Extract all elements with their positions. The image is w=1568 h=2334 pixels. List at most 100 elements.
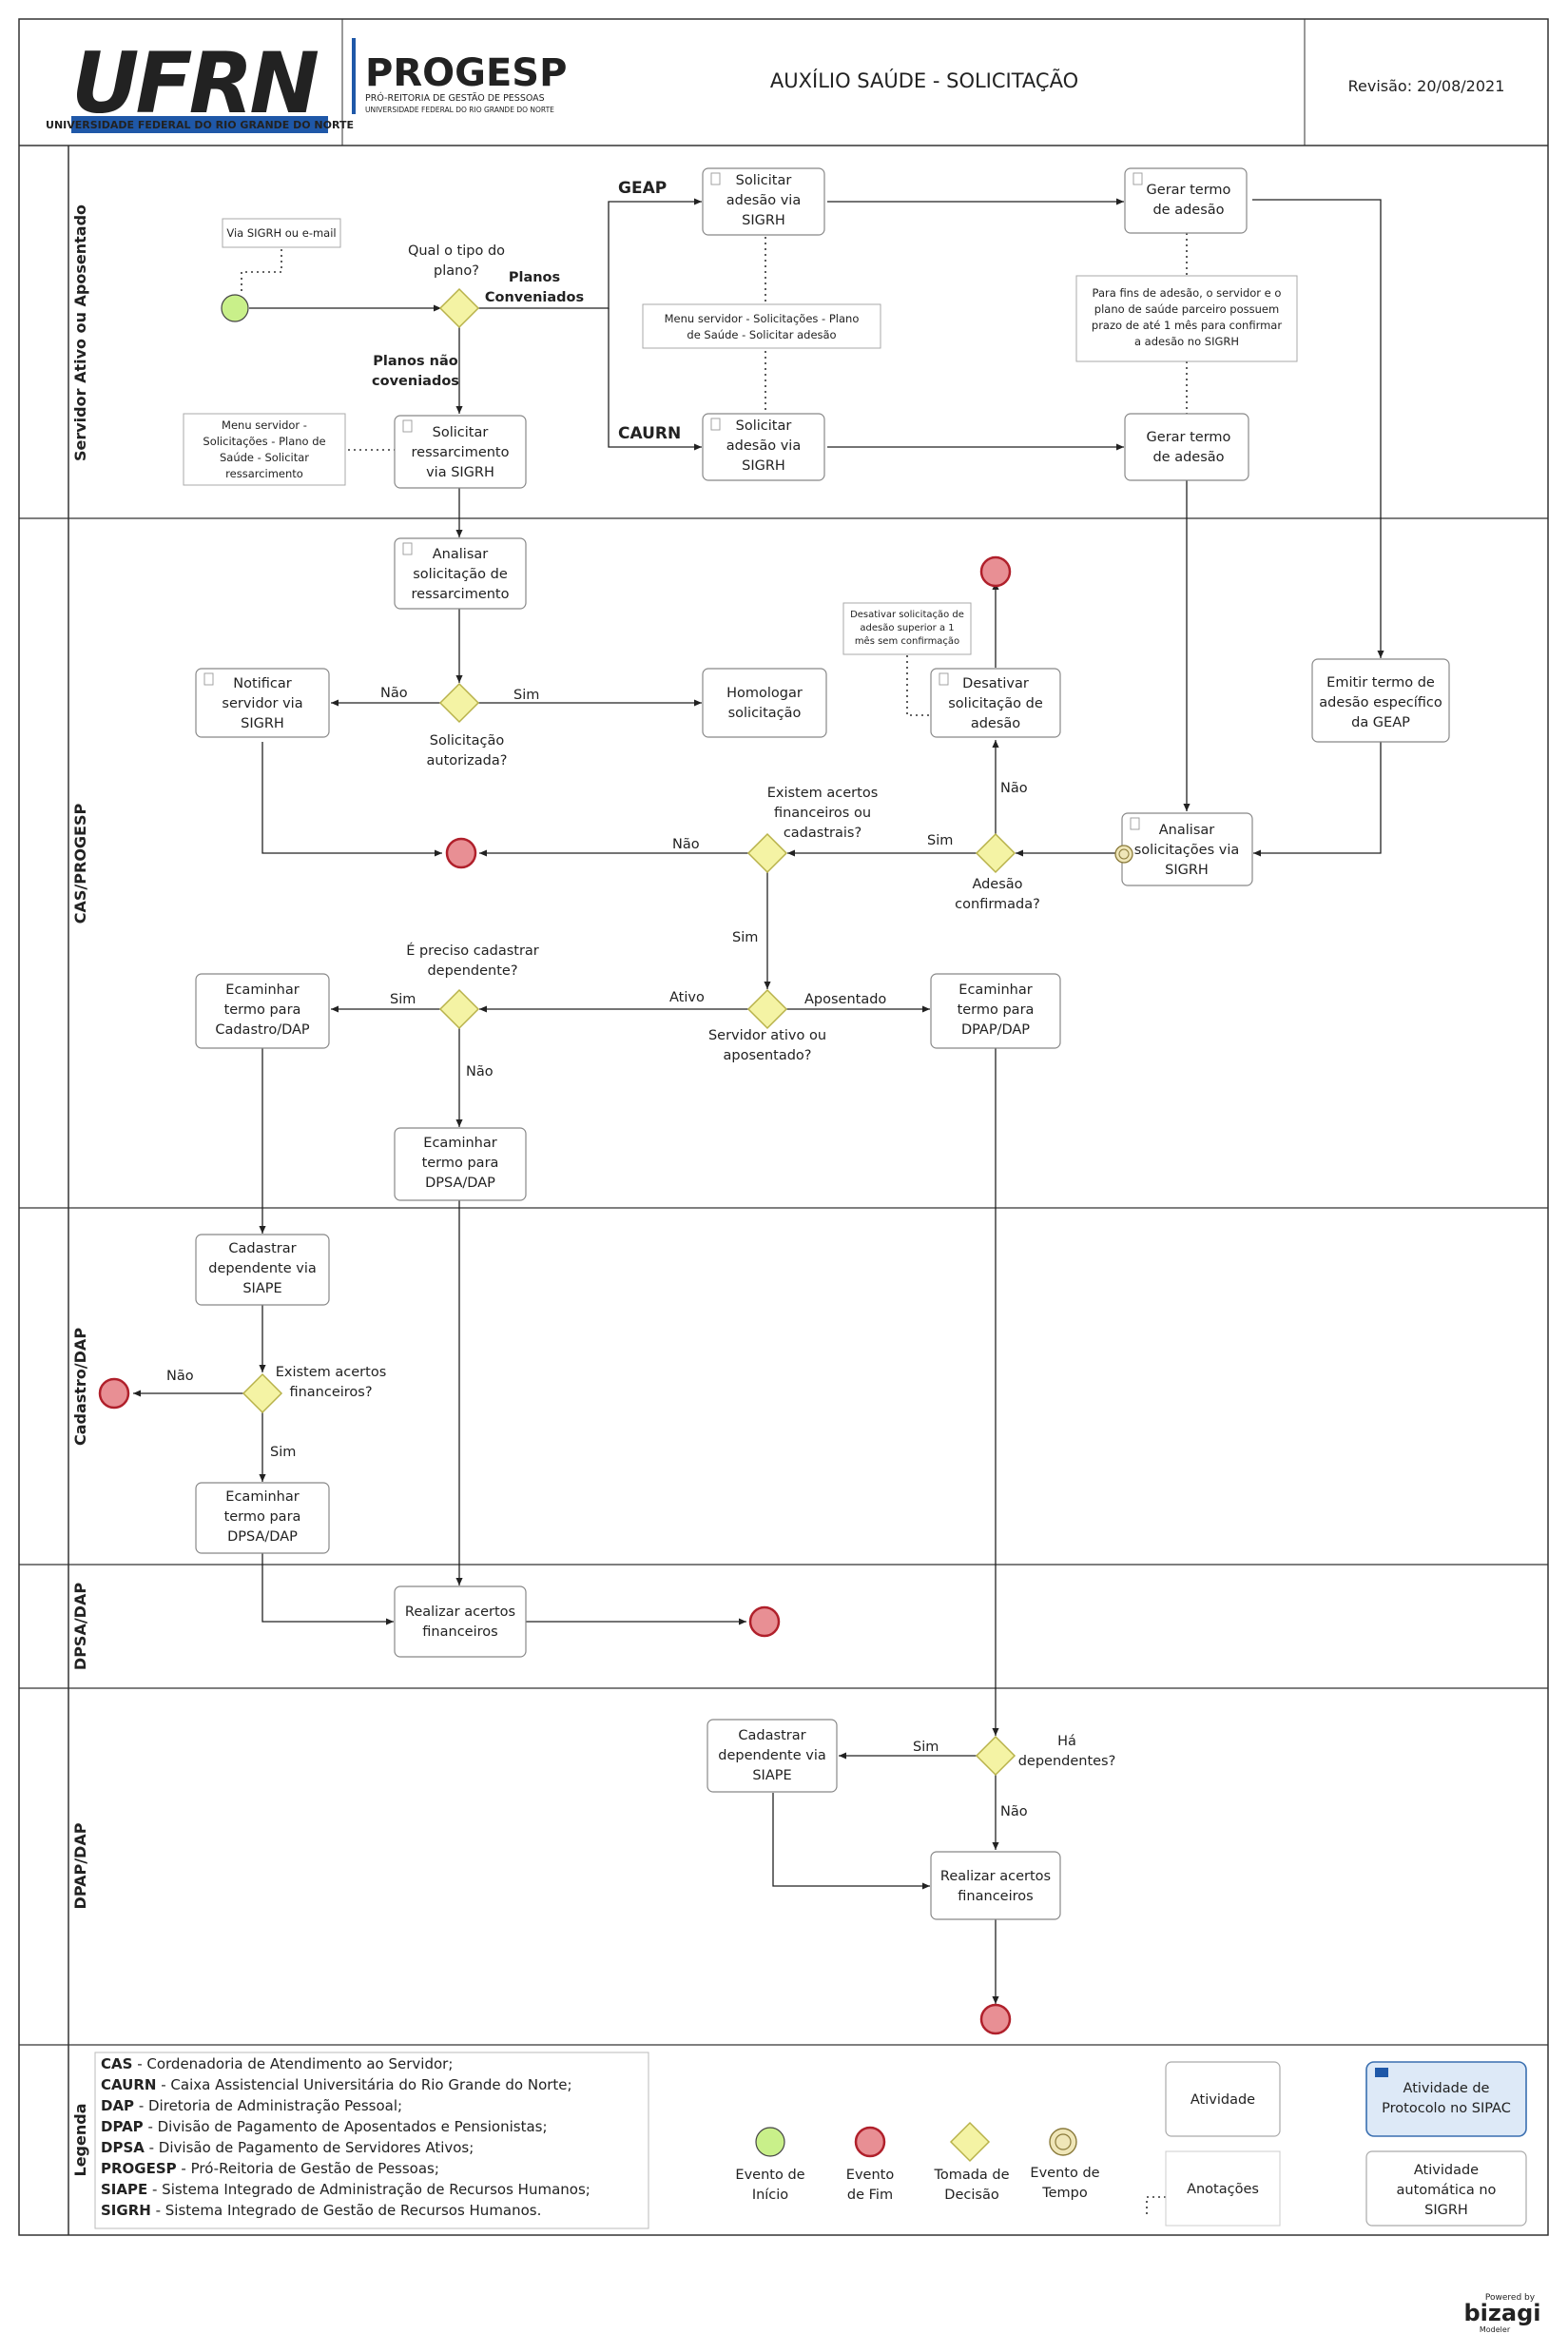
- annotation-desativar: [842, 602, 972, 655]
- svg-text:SIAPE - Sistema Integrado de A: SIAPE - Sistema Integrado de Administraç…: [101, 2181, 590, 2198]
- task-solicitar-caurn: [702, 413, 825, 481]
- svg-text:Sim: Sim: [513, 688, 539, 703]
- sequence-flows: [133, 198, 1384, 2004]
- svg-text:Não: Não: [1000, 1804, 1028, 1819]
- task-notificar: [195, 668, 330, 738]
- page-title: AUXÍLIO SAÚDE - SOLICITAÇÃO: [770, 68, 1078, 92]
- lane-dpap: DPAP/DAP: [71, 1822, 89, 1909]
- gateway-dependente: [438, 988, 480, 1030]
- legend-abbreviations-box: [94, 2052, 649, 2229]
- svg-text:Modeler: Modeler: [1480, 2325, 1511, 2334]
- gateway-acertos: [746, 832, 788, 874]
- task-enc-dpap: [930, 973, 1061, 1049]
- associations: [241, 231, 1188, 2216]
- svg-text:UNIVERSIDADE FEDERAL DO RIO GR: UNIVERSIDADE FEDERAL DO RIO GRANDE DO NO…: [365, 106, 554, 114]
- task-enc-dpsa-1: [394, 1127, 527, 1201]
- legend-annotation-box: [1165, 2150, 1281, 2227]
- events: [98, 294, 1012, 2035]
- gateway-acertos-fin: [242, 1372, 283, 1414]
- script-icon: [402, 419, 413, 433]
- script-icon: [939, 672, 949, 686]
- start-event: [221, 294, 249, 322]
- end-event-dpsa: [748, 1605, 781, 1638]
- svg-text:Ativo: Ativo: [669, 990, 705, 1005]
- task-homologar: [702, 668, 827, 738]
- svg-text:CAURN - Caixa Assistencial Uni: CAURN - Caixa Assistencial Universitária…: [101, 2076, 572, 2093]
- bizagi-watermark: Powered by bizagi Modeler: [1464, 2293, 1541, 2334]
- script-icon: [402, 542, 413, 555]
- svg-text:DPSA - Divisão de Pagamento de: DPSA - Divisão de Pagamento de Servidore…: [101, 2139, 474, 2156]
- svg-text:PROGESP - Pró-Reitoria de Gest: PROGESP - Pró-Reitoria de Gestão de Pess…: [101, 2160, 439, 2177]
- svg-text:UFRN: UFRN: [71, 34, 318, 132]
- svg-text:Sim: Sim: [927, 833, 953, 848]
- ufrn-logo: UFRN UNIVERSIDADE FEDERAL DO RIO GRANDE …: [46, 34, 354, 133]
- task-enc-dpsa-2: [195, 1482, 330, 1554]
- end-event-cadastro: [98, 1377, 130, 1410]
- svg-text:Menu servidor -Solicitações -: Menu servidor -Solicitações - Plano deSa…: [203, 418, 325, 480]
- svg-text:SIGRH - Sistema Integrado de G: SIGRH - Sistema Integrado de Gestão de R…: [101, 2202, 541, 2219]
- legend-activity-box: [1165, 2061, 1281, 2137]
- svg-text:DPAP - Divisão de Pagamento d: DPAP - Divisão de Pagamento de Aposentad…: [101, 2118, 548, 2135]
- annotation-menu-adesao: [642, 303, 881, 349]
- task-realizar-acertos-2: [930, 1851, 1061, 1920]
- svg-text:GEAP: GEAP: [618, 179, 667, 198]
- end-event-dpap: [979, 2003, 1012, 2035]
- svg-text:Sim: Sim: [732, 930, 758, 945]
- svg-text:Não: Não: [1000, 781, 1028, 796]
- svg-text:Anotações: Anotações: [1187, 2182, 1259, 2197]
- svg-text:Powered by: Powered by: [1485, 2293, 1536, 2303]
- legend-timer-event: [1049, 2128, 1077, 2156]
- task-analisar-ressarcimento: [394, 537, 527, 610]
- lane-labels: Servidor Ativo ou Aposentado CAS/PROGESP…: [71, 204, 89, 2177]
- annotation-text: Via SIGRH ou e-mail Menu servidor - Soli…: [203, 226, 1282, 647]
- task-gerar-termo-1: [1124, 167, 1248, 234]
- svg-text:CAURN: CAURN: [618, 424, 681, 443]
- timer-event: [1114, 845, 1133, 864]
- script-icon: [710, 172, 721, 185]
- gateway-adesao: [975, 832, 1016, 874]
- svg-text:Não: Não: [380, 686, 408, 701]
- annotation-prazo: [1075, 275, 1298, 362]
- svg-text:Atividade: Atividade: [1191, 2092, 1255, 2108]
- task-gerar-termo-2: [1124, 413, 1249, 481]
- svg-text:PROGESP: PROGESP: [365, 51, 567, 95]
- svg-text:Sim: Sim: [390, 992, 416, 1007]
- legend-gateway: [949, 2121, 991, 2163]
- svg-text:PRÓ-REITORIA DE GESTÃO DE PESS: PRÓ-REITORIA DE GESTÃO DE PESSOAS: [365, 92, 545, 104]
- progesp-logo: PROGESP PRÓ-REITORIA DE GESTÃO DE PESSOA…: [352, 38, 567, 114]
- lane-dpsa: DPSA/DAP: [71, 1583, 89, 1670]
- gateway-ativo-aposentado: [746, 988, 788, 1030]
- tasks: [195, 167, 1450, 1920]
- annotation-via-sigrh: [222, 218, 341, 248]
- svg-text:UNIVERSIDADE FEDERAL DO RIO GR: UNIVERSIDADE FEDERAL DO RIO GRANDE DO NO…: [46, 119, 354, 131]
